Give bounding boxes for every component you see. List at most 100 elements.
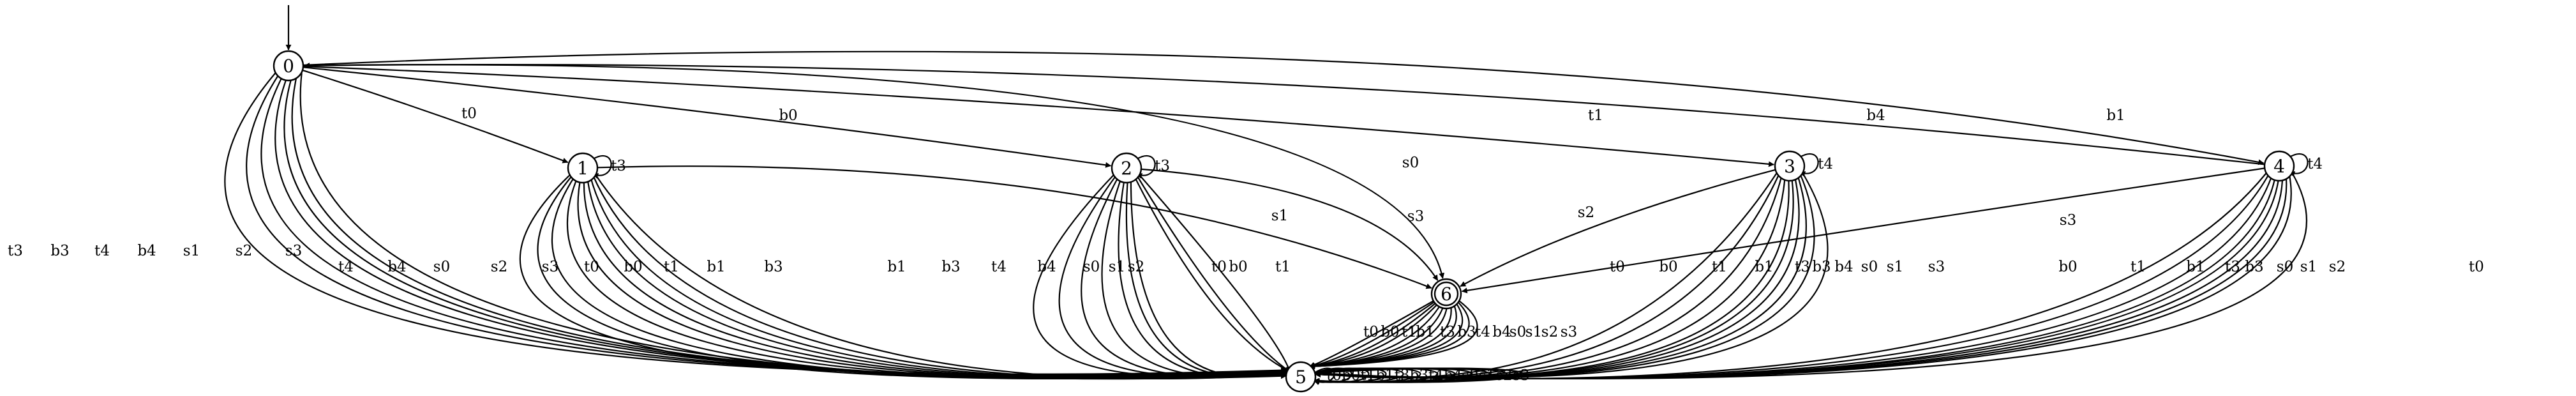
- edge-label: s3: [1928, 259, 1945, 275]
- edge-path: [566, 175, 1287, 380]
- state-label: 2: [1121, 158, 1132, 179]
- edge-label: s0: [1861, 259, 1878, 275]
- edge-1-to-5-b4: b4: [387, 174, 1287, 380]
- edge-path: [1315, 173, 1786, 379]
- edge-label: t4: [2307, 156, 2323, 172]
- edge-label: t3: [1440, 324, 1455, 340]
- edge-path: [1130, 175, 1291, 377]
- edge-1-to-5-b1: b1: [592, 175, 1287, 380]
- edge-label: b0: [1659, 259, 1677, 275]
- edge-label: t4: [338, 259, 354, 275]
- edge-label: s1: [183, 243, 200, 259]
- edge-label: s1: [1887, 259, 1903, 275]
- edge-label: b1: [707, 259, 725, 275]
- edge-label: t4: [991, 259, 1007, 275]
- edge-label: s2: [2329, 259, 2346, 275]
- edge-path: [597, 165, 1432, 289]
- edge-label: s2: [1541, 324, 1558, 340]
- edge-3-to-5-b3: b3: [1315, 173, 1831, 379]
- edge-4-to-5-s1: s1: [1315, 173, 2317, 379]
- edge-label: b3: [1812, 259, 1831, 275]
- edge-1-to-1-t3: t3: [592, 155, 626, 179]
- edge-path: [303, 65, 1775, 167]
- edge-0-to-4-b1: b1: [303, 50, 2265, 165]
- edge-label: t3: [8, 243, 23, 259]
- edge-label: s3: [542, 259, 558, 275]
- state-circle: [2263, 150, 2295, 182]
- edge-path: [1315, 172, 2267, 379]
- edge-path: [1314, 367, 1525, 384]
- edge-path: [589, 175, 1287, 380]
- edge-label: s1: [1109, 259, 1125, 275]
- edge-2-to-6-s3: s3: [1141, 168, 1439, 281]
- edge-label: b0: [2058, 259, 2077, 275]
- state-node-3: 3: [1774, 150, 1806, 182]
- state-circle: [1111, 152, 1142, 184]
- state-circle: [1285, 361, 1317, 393]
- edge-path: [303, 66, 1112, 168]
- state-node-5: 5: [1285, 361, 1317, 393]
- edge-path: [583, 175, 1287, 380]
- edge-label: t3: [1795, 259, 1810, 275]
- edge-path: [1315, 172, 1778, 379]
- edge-2-to-5-s0: s0: [1083, 175, 1291, 377]
- edge-label: s0: [2277, 259, 2293, 275]
- edge-2-to-5-s1: s1: [1109, 175, 1291, 377]
- edge-1-to-6-s1: s1: [597, 165, 1432, 289]
- edge-label: t3: [611, 158, 626, 174]
- edge-3-to-6-s2: s2: [1460, 169, 1776, 287]
- edge-4-to-5-b0: b0: [1315, 172, 2267, 379]
- edge-2-to-5-t1: t1: [1139, 174, 1291, 372]
- edge-path: [1136, 174, 1291, 372]
- edge-path: [1139, 174, 1291, 372]
- edge-0-to-1-t0: t0: [302, 69, 569, 164]
- edge-path: [1118, 175, 1291, 377]
- edge-6-to-5-s3: s3: [1308, 300, 1577, 370]
- edge-label: s2: [491, 259, 507, 275]
- edge-label: b0: [1229, 259, 1247, 275]
- edge-label: s0: [433, 259, 450, 275]
- edge-0-to-3-t1: t1: [303, 65, 1775, 167]
- state-circle: [273, 50, 304, 82]
- edge-label: t1: [664, 259, 679, 275]
- edge-1-to-5-b0: b0: [586, 175, 1287, 380]
- state-node-0: 0: [273, 50, 304, 82]
- edge-path: [303, 50, 2265, 165]
- edge-label: s3: [1513, 367, 1529, 384]
- edge-path: [592, 155, 612, 179]
- edge-label: t0: [2469, 259, 2484, 275]
- edge-path: [1101, 175, 1291, 377]
- edge-path: [2289, 153, 2309, 177]
- edge-label: t1: [1712, 259, 1727, 275]
- edge-2-to-5-b3: b3: [941, 174, 1291, 378]
- edge-label: s1: [2300, 259, 2317, 275]
- edge-label: t0: [584, 259, 599, 275]
- edge-label: b4: [137, 243, 156, 259]
- edge-3-to-3-t4: t4: [1799, 153, 1833, 177]
- edge-3-to-5-b1: b1: [1315, 173, 1786, 379]
- edge-2-to-5-s2: s2: [1128, 175, 1291, 377]
- edge-path: [1315, 173, 1794, 379]
- edge-label: s2: [236, 243, 252, 259]
- edge-path: [586, 175, 1287, 380]
- edge-path: [1308, 300, 1436, 369]
- edge-6-to-5-t0: t0: [1308, 300, 1434, 368]
- edge-2-to-5-b1: b1: [887, 174, 1291, 378]
- edge-0-to-5-b4: b4: [137, 73, 1287, 377]
- edge-path: [1136, 155, 1156, 179]
- state-label: 3: [1784, 156, 1795, 177]
- edge-label: t0: [1211, 259, 1227, 275]
- edge-label: b3: [764, 259, 783, 275]
- edge-path: [1799, 153, 1819, 177]
- state-label: 5: [1295, 367, 1307, 388]
- state-circle: [567, 152, 599, 184]
- edge-1-to-5-t0: t0: [583, 175, 1287, 380]
- edge-path: [1315, 173, 1790, 379]
- edge-path: [577, 175, 1287, 380]
- edge-0-to-2-b0: b0: [303, 66, 1112, 168]
- edge-label: s3: [1561, 324, 1577, 340]
- state-node-1: 1: [567, 152, 599, 184]
- edge-path: [1308, 300, 1441, 369]
